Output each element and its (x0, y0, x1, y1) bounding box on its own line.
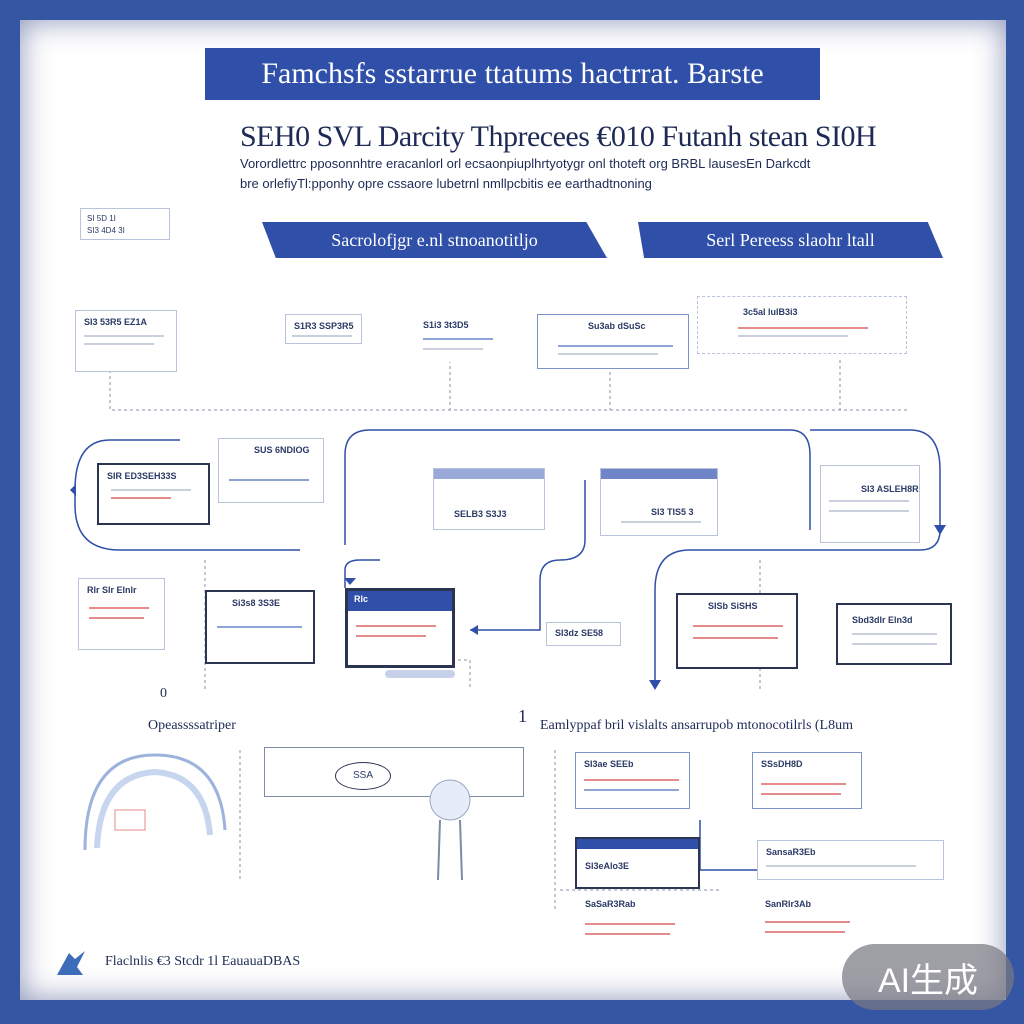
card-top-2: S1R3 SSP3R5 (285, 314, 362, 344)
card-row3-5: SISb SiSHS (676, 593, 798, 669)
card-low-1: SI3ae SEEb (575, 752, 690, 809)
dome-illustration (83, 753, 227, 851)
speech-bubble: SSA (335, 762, 391, 790)
card-low-6-title: SanRlr3Ab (765, 899, 812, 909)
card-low-4-title: SansaR3Eb (766, 847, 816, 857)
card-low-3: Sl3eAlo3E (575, 837, 700, 889)
headline-title: SEH0 SVL Darcity Thprecees €010 Futanh s… (240, 120, 877, 153)
bird-logo-icon (57, 951, 85, 975)
card-top-4: Su3ab dSuSc (537, 314, 689, 369)
card-top-3: S1i3 3t3D5 (415, 314, 505, 362)
card-row3-6-title: Sbd3dlr Eln3d (852, 615, 913, 625)
number-one: 1 (518, 706, 527, 726)
card-row3-2-title: Si3s8 3S3E (232, 598, 281, 608)
card-row3-4: SI3dz SE58 (546, 622, 621, 646)
ai-generated-badge: AI生成 (842, 944, 1014, 1010)
card-low-5: SaSaR3Rab (577, 893, 692, 957)
card-top-1-title: SI3 53R5 EZ1A (84, 317, 148, 327)
link-row3 (344, 559, 380, 588)
card-low-3-title: Sl3eAlo3E (585, 861, 630, 871)
loop-center (344, 429, 811, 545)
card-low-2-title: SSsDH8D (761, 759, 803, 769)
card-row3-4-title: SI3dz SE58 (555, 628, 604, 638)
loop-left (74, 439, 300, 551)
number-zero: 0 (160, 686, 167, 701)
card-top-2-title: S1R3 SSP3R5 (294, 321, 354, 331)
legend-line-1: SI 5D 1I (87, 214, 116, 223)
caption-right: Eamlyppaf bril vislalts ansarrupob mtono… (540, 718, 853, 733)
card-mid-4: SI3 TIS5 3 (600, 468, 718, 536)
card-row3-6: Sbd3dlr Eln3d (836, 603, 952, 665)
monitor-stand (385, 670, 455, 678)
loop-right (654, 429, 941, 680)
card-top-3-title: S1i3 3t3D5 (423, 320, 469, 330)
card-low-5-title: SaSaR3Rab (585, 899, 636, 909)
card-top-1: SI3 53R5 EZ1A (75, 310, 177, 372)
monitor-title: Rlc (354, 594, 369, 604)
card-low-2: SSsDH8D (752, 752, 862, 809)
link-mid (470, 480, 586, 631)
card-row3-5-title: SISb SiSHS (708, 601, 758, 611)
card-mid-5-title: SI3 ASLEH8R (861, 484, 919, 494)
card-mid-1-title: SIR ED3SEH33S (107, 471, 177, 481)
arrow-left (70, 484, 76, 496)
monitor-header-bar (348, 591, 452, 611)
card-mid-3-title: SELB3 S3J3 (454, 509, 507, 519)
caption-left: Opeassssatriper (148, 718, 236, 733)
card-mid-5: SI3 ASLEH8R (820, 465, 920, 543)
card-mid-3: SELB3 S3J3 (433, 468, 545, 530)
legend-line-2: SI3 4D4 3I (87, 226, 125, 235)
card-mid-2: SUS 6NDIOG (218, 438, 324, 503)
person-illustration (429, 779, 471, 881)
card-low-6: SanRlr3Ab (757, 893, 862, 953)
section-tab-right: Serl Pereess slaohr ltall (638, 222, 943, 258)
card-top-5-title: 3c5al lulB3i3 (743, 307, 798, 317)
card-low-4: SansaR3Eb (757, 840, 944, 880)
headline-subtitle-1: Vorordlettrc pposonnhtre eracanlorl orl … (240, 156, 811, 171)
section-tab-left: Sacrolofjgr e.nl stnoanotitljo (262, 222, 607, 258)
card-top-5: 3c5al lulB3i3 (697, 296, 907, 354)
card-low-1-title: SI3ae SEEb (584, 759, 634, 769)
card-row3-1: Rlr Slr Elnlr (78, 578, 165, 650)
legend-box: SI 5D 1I SI3 4D4 3I (80, 208, 170, 240)
card-mid-1: SIR ED3SEH33S (97, 463, 210, 525)
card-row3-2: Si3s8 3S3E (205, 590, 315, 664)
footer-text: Flaclnlis €3 Stcdr 1l EauauaDBAS (105, 954, 301, 969)
card-top-4-title: Su3ab dSuSc (588, 321, 646, 331)
card-mid-2-title: SUS 6NDIOG (254, 445, 310, 455)
card-row3-1-title: Rlr Slr Elnlr (87, 585, 137, 595)
monitor-screen: Rlc (345, 588, 455, 668)
card-low-panel: SSA (264, 747, 524, 797)
card-mid-4-title: SI3 TIS5 3 (651, 507, 694, 517)
headline-subtitle-2: bre orlefiyTl:pponhy opre cssaore lubetr… (240, 176, 652, 191)
banner-title: Famchsfs sstarrue ttatums hactrrat. Bars… (205, 48, 820, 100)
